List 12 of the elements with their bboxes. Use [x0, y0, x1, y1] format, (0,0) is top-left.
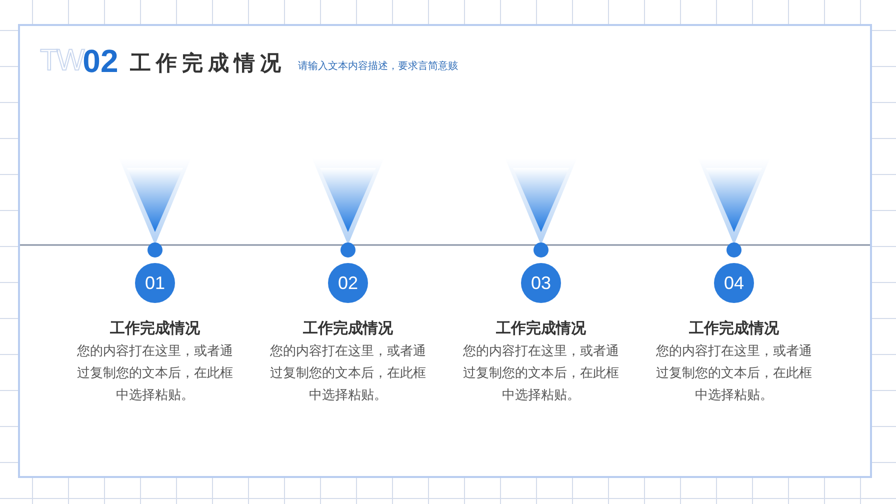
watermark-letters: TW: [40, 44, 83, 78]
title: 工作完成情况: [130, 50, 286, 77]
step-heading: 工作完成情况: [302, 318, 394, 338]
step-description: 您的内容打在这里，或者通过复制您的文本后，在此框中选择粘贴。: [76, 343, 234, 405]
section-number: 02: [82, 44, 118, 78]
step-heading: 工作完成情况: [688, 318, 780, 338]
step-description: 您的内容打在这里，或者通过复制您的文本后，在此框中选择粘贴。: [655, 343, 813, 405]
subtitle: 请输入文本内容描述，要求言简意赅: [298, 60, 458, 74]
step-heading: 工作完成情况: [109, 318, 201, 338]
step-heading: 工作完成情况: [495, 318, 587, 338]
step-description: 您的内容打在这里，或者通过复制您的文本后，在此框中选择粘贴。: [269, 343, 427, 405]
step-description: 您的内容打在这里，或者通过复制您的文本后，在此框中选择粘贴。: [462, 343, 620, 405]
